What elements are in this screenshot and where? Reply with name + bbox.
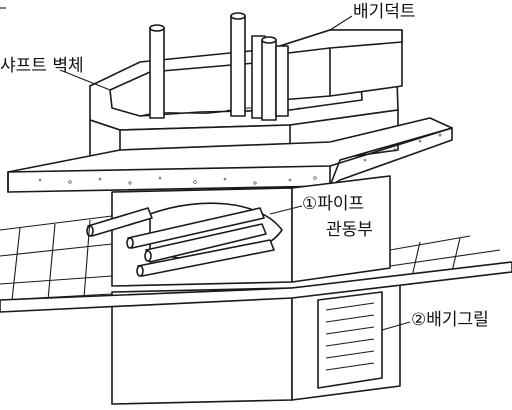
duct-leader — [329, 15, 353, 31]
vertical-pipes — [149, 12, 289, 121]
grill-leader — [381, 321, 411, 331]
exhaust-grill-label: ②배기그릴 — [411, 310, 489, 330]
middle-shaft — [86, 175, 391, 287]
shaft-wall-label: 샤프트 벽체 — [0, 56, 84, 76]
wall-leader — [59, 69, 111, 91]
exhaust-duct-label: 배기덕트 — [353, 2, 416, 22]
pipe-penetration-label-1: ①파이프 — [302, 194, 365, 214]
pipe-penetration-label-2: 관동부 — [326, 220, 373, 240]
exhaust-grill — [317, 291, 383, 389]
pipe-leader — [269, 205, 303, 215]
